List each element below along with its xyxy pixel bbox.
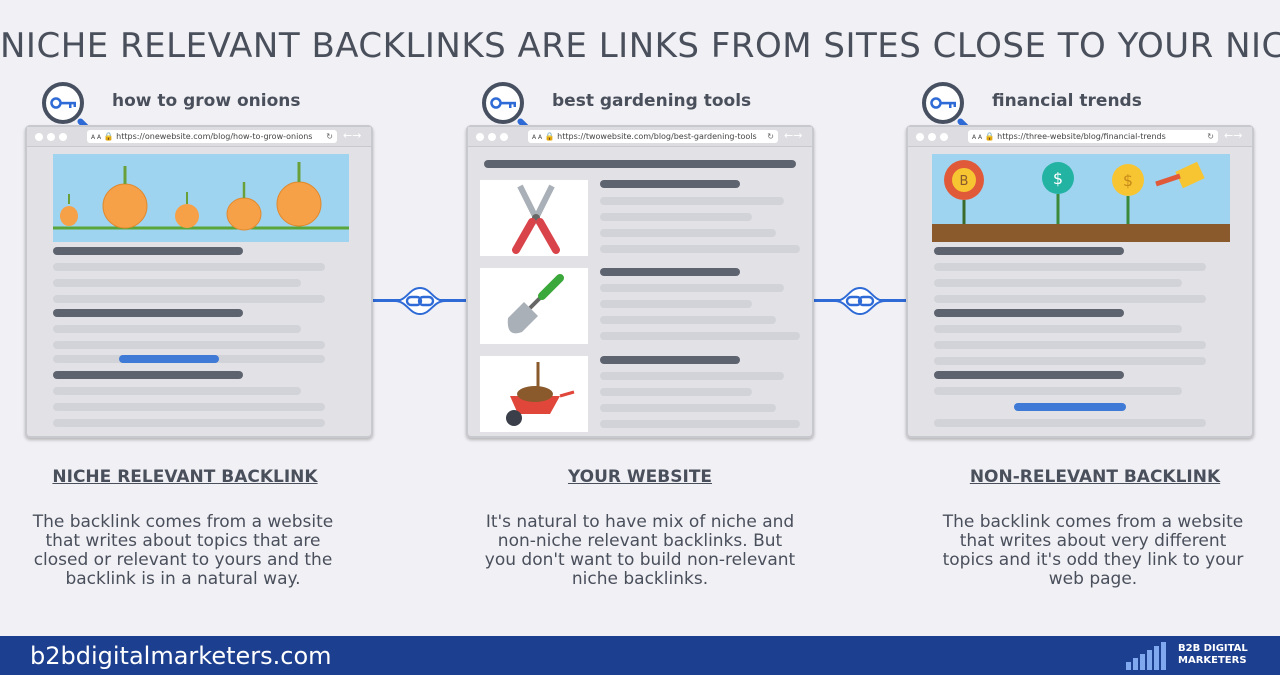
- chain-link-icon: [395, 287, 445, 315]
- browser-toolbar: A A 🔒 https://three-website/blog/financi…: [908, 127, 1252, 147]
- browser-window-niche: A A 🔒 https://onewebsite.com/blog/how-to…: [25, 125, 373, 438]
- onion-icon: [175, 192, 199, 228]
- footer: b2bdigitalmarketers.com B2B DIGITAL MARK…: [0, 636, 1280, 675]
- magnifier-icon: [42, 82, 92, 133]
- bitcoin-flower-icon: B: [944, 160, 984, 224]
- key-icon: [490, 97, 516, 109]
- keyword-label: best gardening tools: [552, 91, 752, 111]
- url-bar[interactable]: A A 🔒 https://twowebsite.com/blog/best-g…: [528, 130, 778, 143]
- backlink-anchor[interactable]: [1014, 403, 1126, 411]
- url-text: https://three-website/blog/financial-tre…: [997, 132, 1166, 141]
- onion-icon: [102, 166, 148, 229]
- dollar-flower-icon: $: [1042, 162, 1074, 224]
- chain-link-icon: [835, 287, 885, 315]
- onion-icon: [226, 182, 262, 231]
- browser-window-non-relevant: A A 🔒 https://three-website/blog/financi…: [906, 125, 1254, 438]
- watering-can-icon: [1155, 161, 1205, 189]
- coin-flower-icon: $: [1112, 164, 1144, 224]
- browser-window-your-site: A A 🔒 https://twowebsite.com/blog/best-g…: [466, 125, 814, 438]
- onion-image: [53, 154, 349, 242]
- url-bar[interactable]: A A 🔒 https://onewebsite.com/blog/how-to…: [87, 130, 337, 143]
- svg-text:$: $: [1123, 171, 1133, 190]
- nav-arrows-icon[interactable]: ←→: [1224, 129, 1243, 142]
- url-text: https://twowebsite.com/blog/best-gardeni…: [557, 132, 757, 141]
- key-icon: [930, 97, 956, 109]
- page-title: NICHE RELEVANT BACKLINKS ARE LINKS FROM …: [0, 26, 1280, 66]
- browser-toolbar: A A 🔒 https://onewebsite.com/blog/how-to…: [27, 127, 371, 147]
- logo-bars-icon: [1126, 642, 1166, 670]
- onion-icon: [276, 162, 322, 227]
- column-text-your-website: It's natural to have mix of niche and no…: [484, 512, 796, 589]
- url-bar[interactable]: A A 🔒 https://three-website/blog/financi…: [968, 130, 1218, 143]
- magnifier-icon: [922, 82, 972, 133]
- column-text-non-relevant: The backlink comes from a website that w…: [942, 512, 1244, 589]
- logo-text: B2B DIGITAL MARKETERS: [1178, 643, 1248, 666]
- pruning-shears-icon: [480, 180, 588, 256]
- browser-toolbar: A A 🔒 https://twowebsite.com/blog/best-g…: [468, 127, 812, 147]
- finance-image: B $ $: [932, 154, 1230, 242]
- column-title-non-relevant: NON-RELEVANT BACKLINK: [969, 467, 1221, 487]
- nav-arrows-icon[interactable]: ←→: [343, 129, 362, 142]
- footer-url-link[interactable]: b2bdigitalmarketers.com: [30, 642, 332, 670]
- column-text-niche: The backlink comes from a website that w…: [32, 512, 334, 589]
- magnifier-icon: [482, 82, 532, 133]
- key-icon: [50, 97, 76, 109]
- wheelbarrow-icon: [480, 356, 588, 432]
- keyword-label: how to grow onions: [112, 91, 301, 111]
- column-title-niche: NICHE RELEVANT BACKLINK: [52, 467, 318, 487]
- column-title-your-website: YOUR WEBSITE: [567, 467, 713, 487]
- svg-text:$: $: [1053, 169, 1063, 188]
- svg-text:B: B: [960, 174, 969, 189]
- onion-icon: [60, 194, 78, 226]
- trowel-icon: [480, 268, 588, 344]
- nav-arrows-icon[interactable]: ←→: [784, 129, 803, 142]
- url-text: https://onewebsite.com/blog/how-to-grow-…: [116, 132, 313, 141]
- keyword-label: financial trends: [992, 91, 1142, 111]
- backlink-anchor[interactable]: [119, 355, 219, 363]
